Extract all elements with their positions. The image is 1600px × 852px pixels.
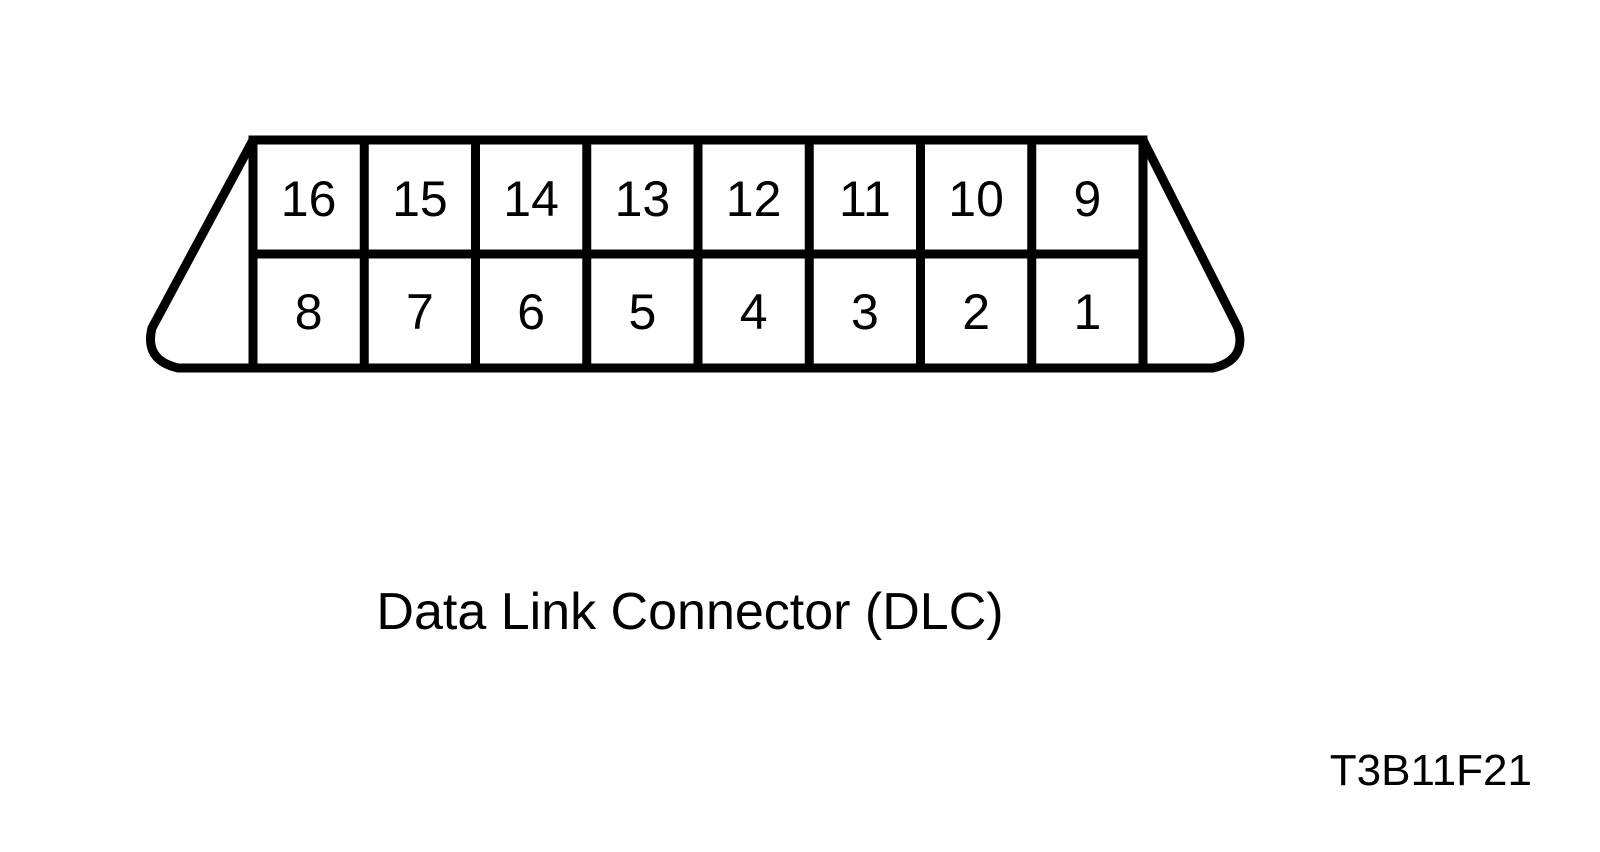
pin-cell-1: 1 — [1073, 284, 1101, 340]
pin-cell-12: 12 — [726, 171, 782, 227]
pin-cell-9: 9 — [1073, 171, 1101, 227]
pin-cell-4: 4 — [740, 284, 768, 340]
pin-cell-11: 11 — [839, 171, 891, 227]
pin-cell-5: 5 — [628, 284, 656, 340]
data-link-connector-diagram: 16 15 14 13 12 11 10 9 8 7 6 5 4 3 2 1 — [146, 135, 1245, 373]
pin-cell-3: 3 — [851, 284, 879, 340]
pin-cell-16: 16 — [281, 171, 337, 227]
pin-cell-2: 2 — [962, 284, 990, 340]
pin-cell-6: 6 — [517, 284, 545, 340]
pin-cell-8: 8 — [295, 284, 323, 340]
connector-left-wing — [146, 137, 257, 373]
figure-reference-code: T3B11F21 — [1329, 746, 1532, 795]
pin-cell-14: 14 — [503, 171, 559, 227]
pin-cell-15: 15 — [392, 171, 448, 227]
connector-right-wing — [1138, 137, 1245, 373]
pin-cell-7: 7 — [406, 284, 434, 340]
figure-caption: Data Link Connector (DLC) — [376, 583, 1004, 641]
pin-cell-13: 13 — [615, 171, 671, 227]
pin-cell-10: 10 — [948, 171, 1004, 227]
